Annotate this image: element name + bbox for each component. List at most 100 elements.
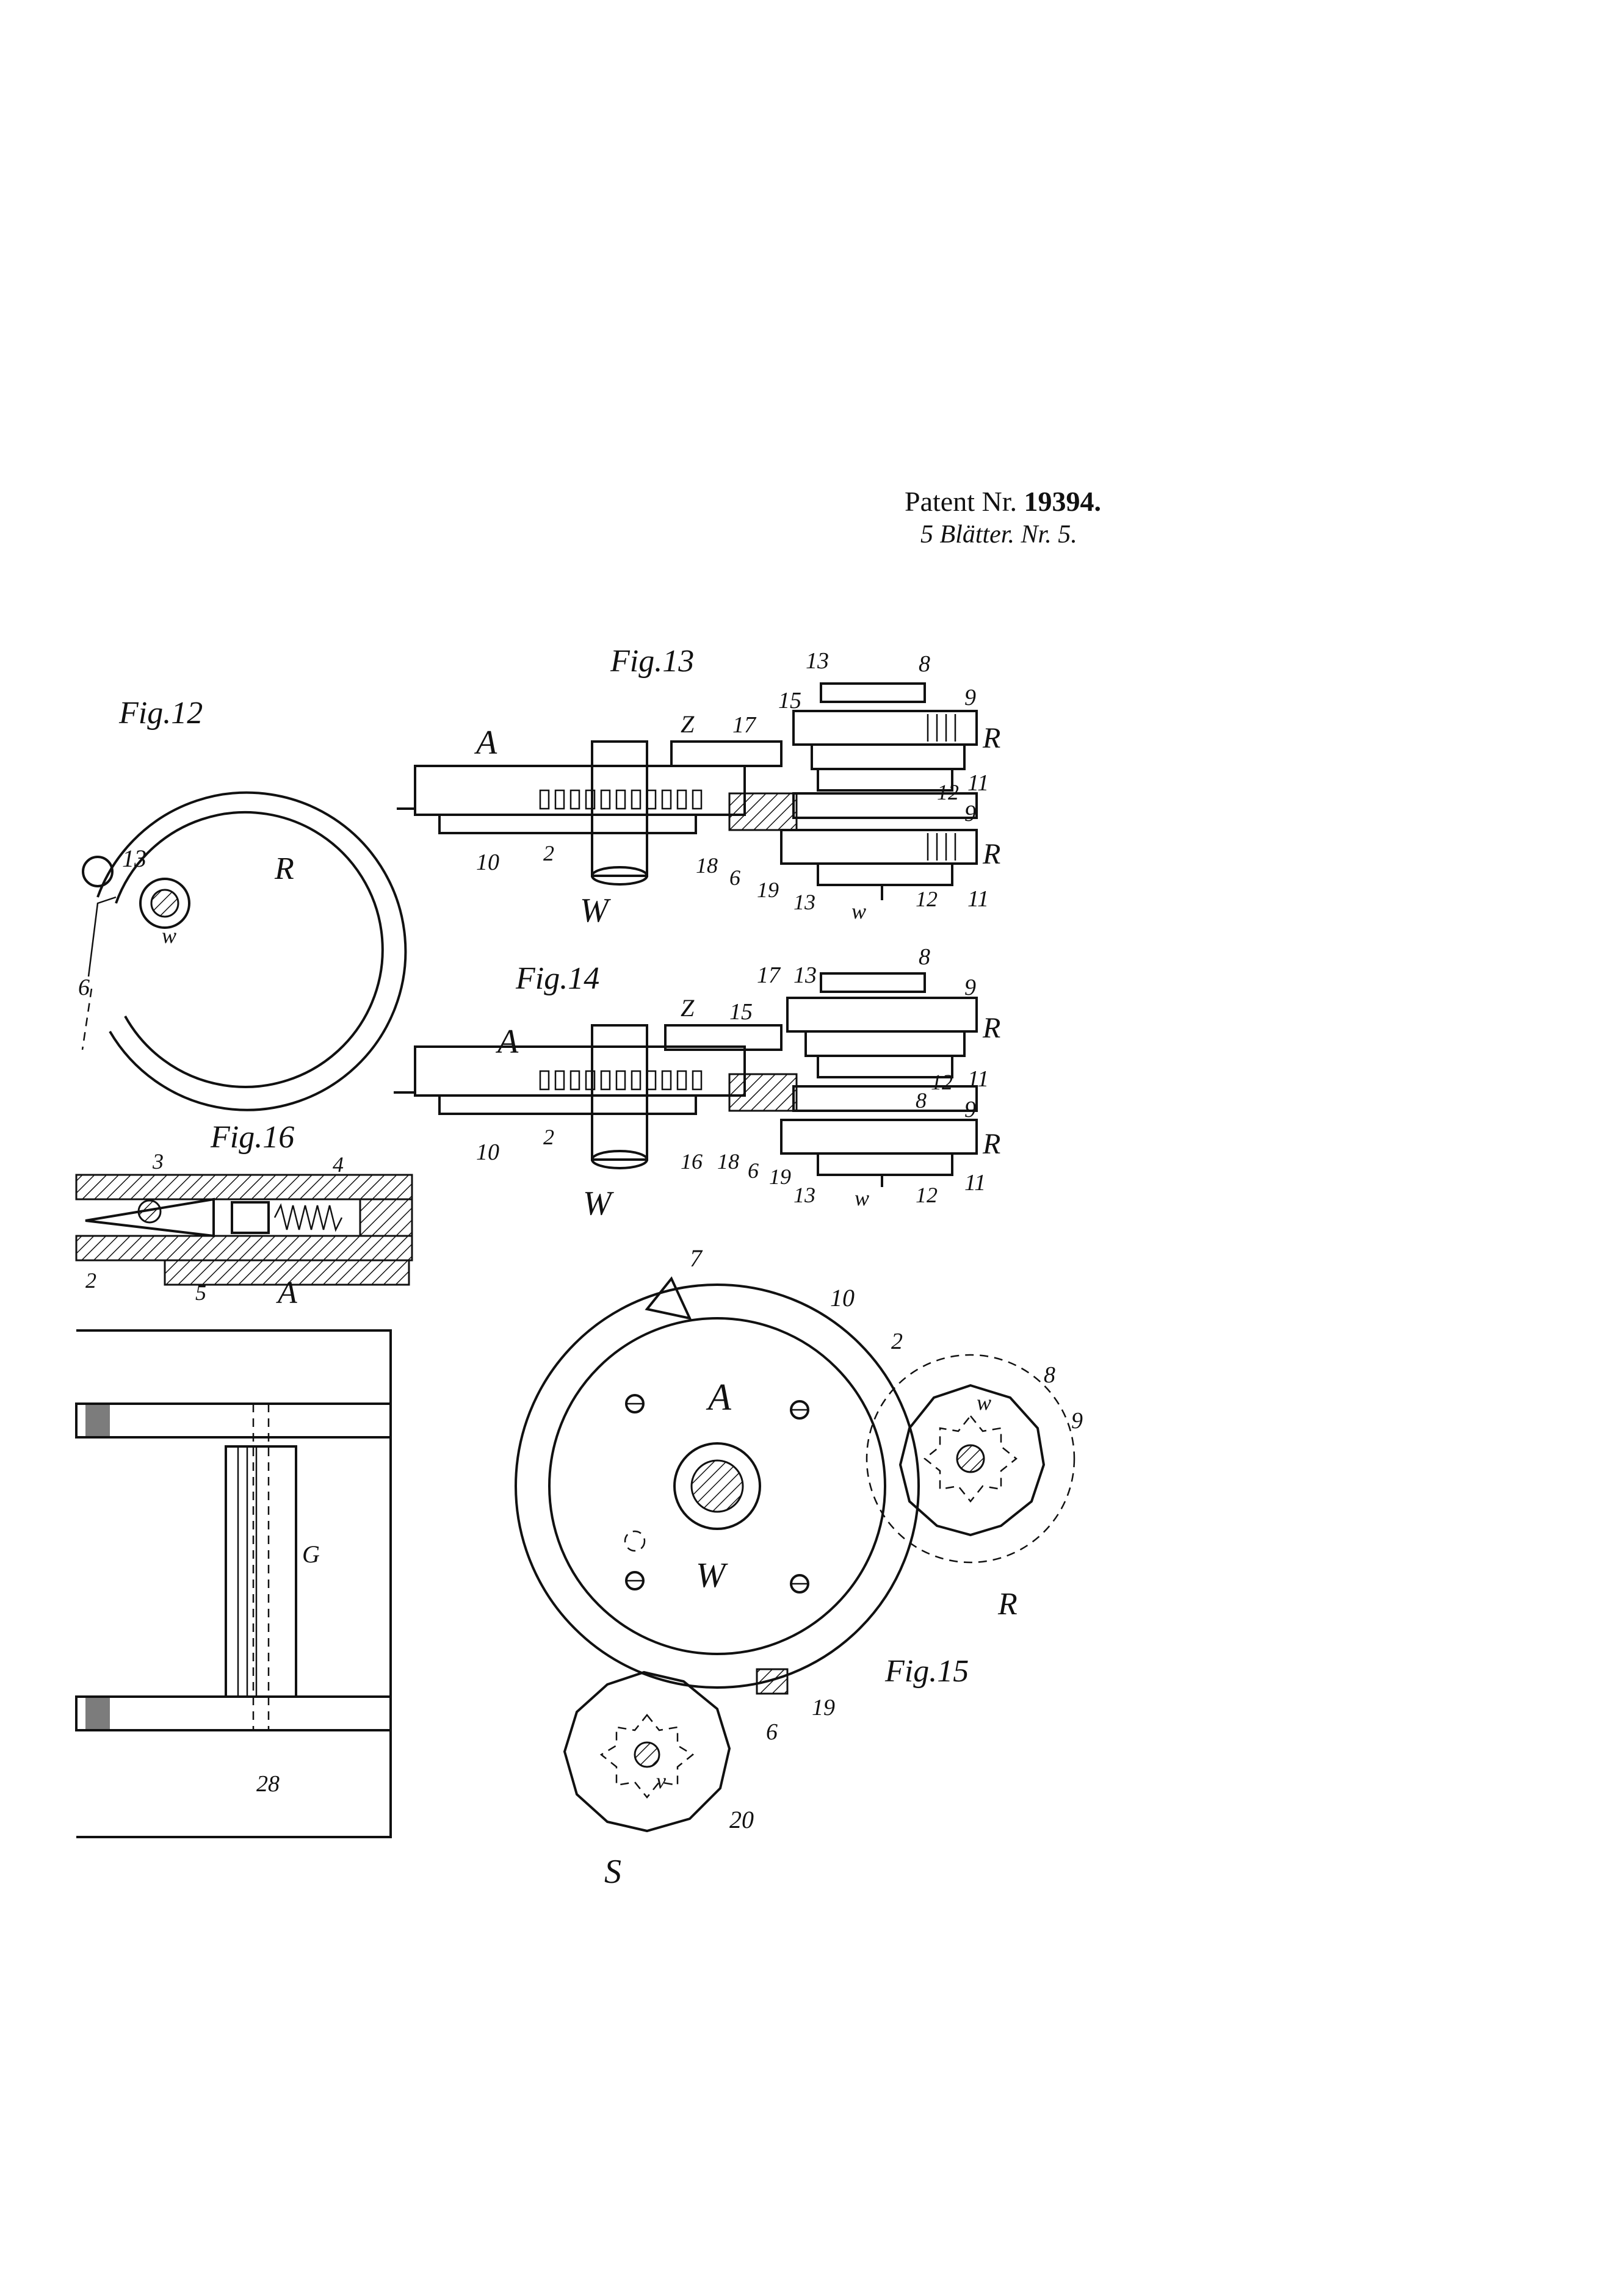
fig15-label-W: W [696, 1555, 728, 1595]
fig12-label-w: w [162, 923, 176, 948]
fig13-label-17: 17 [732, 712, 757, 738]
fig15-star-wheel-20 [563, 1670, 731, 1833]
fig16-label-A: A [276, 1276, 297, 1310]
fig13-title: Fig.13 [610, 644, 694, 679]
fig14-label-Z: Z [681, 994, 695, 1022]
fig13-label-W: W [580, 892, 611, 930]
fig16-housing-top [75, 1174, 413, 1200]
fig12-label-13: 13 [122, 845, 146, 872]
fig13-label-12b: 12 [916, 887, 938, 911]
fig12-shaft [150, 889, 179, 918]
fig13-label-13a: 13 [806, 648, 829, 674]
fig15-label-S: S [604, 1853, 621, 1891]
fig13-label-13b: 13 [793, 890, 815, 914]
fig15-label-6: 6 [766, 1719, 778, 1745]
fig13-label-9a: 9 [964, 685, 976, 710]
fig13-label-9b: 9 [964, 801, 976, 826]
fig13-label-A: A [474, 724, 497, 762]
figure-13: Fig.13 [397, 644, 1000, 930]
fig14-title: Fig.14 [515, 961, 599, 996]
fig13-label-19: 19 [757, 878, 779, 902]
fig14-label-17: 17 [757, 962, 781, 988]
fig15-label-w: w [977, 1390, 991, 1415]
fig14-label-13a: 13 [793, 962, 817, 988]
fig12-label-6: 6 [78, 975, 90, 1000]
fig13-teeth [539, 789, 703, 810]
fig16-label-3: 3 [152, 1149, 164, 1174]
sheets-prefix: 5 Blätter. [920, 521, 1014, 549]
fig13-label-2: 2 [543, 841, 554, 865]
fig13-label-w: w [851, 899, 866, 923]
fig13-label-11b: 11 [967, 886, 989, 912]
fig15-label-19: 19 [812, 1695, 835, 1720]
fig15-label-v: v [656, 1769, 666, 1793]
fig15-label-7: 7 [690, 1244, 703, 1272]
fig13-label-11a: 11 [967, 770, 989, 796]
fig12-pin [82, 856, 114, 887]
fig14-label-15: 15 [729, 999, 753, 1025]
fig15-outer-ring [515, 1283, 920, 1689]
fig15-label-8: 8 [1044, 1362, 1055, 1388]
fig13-wheel-R-lower [780, 829, 978, 865]
fig15-label-10: 10 [830, 1284, 855, 1312]
fig15-disc-A [548, 1317, 886, 1655]
sheet-number: Nr. 5. [1021, 521, 1077, 549]
fig13-label-8: 8 [919, 651, 930, 677]
fig14-label-w: w [855, 1186, 869, 1210]
fig14-label-11a: 11 [967, 1066, 989, 1092]
fig14-label-18: 18 [717, 1149, 739, 1174]
fig15-gear-8 [923, 1414, 1018, 1503]
fig12-title: Fig.12 [118, 696, 203, 731]
fig14-label-Rb: R [982, 1128, 1000, 1160]
fig13-shaft-W [591, 740, 648, 877]
fig15-label-20: 20 [729, 1806, 754, 1833]
fig13-coupling [728, 792, 798, 831]
fig14-label-2: 2 [543, 1125, 554, 1149]
figure-12: Fig.12 13 R w 6 [78, 696, 407, 1111]
fig14-label-6: 6 [748, 1158, 759, 1183]
patent-number: 19394. [1024, 486, 1101, 517]
fig15-gear-S [599, 1713, 695, 1799]
partial-label-G: G [302, 1540, 320, 1568]
fig12-hub [139, 878, 190, 929]
fig13-gear-8 [820, 682, 926, 703]
fig14-label-Ra: R [982, 1012, 1000, 1044]
fig14-label-12b: 12 [916, 1183, 938, 1207]
fig14-label-A: A [495, 1023, 519, 1061]
fig15-star-wheel-9 [898, 1384, 1046, 1537]
fig14-wheel-R-lower [780, 1119, 978, 1155]
fig16-spring-4 [273, 1203, 343, 1232]
fig12-label-R: R [274, 851, 294, 886]
fig14-label-10: 10 [476, 1139, 499, 1165]
fig15-shaft-w [956, 1444, 985, 1473]
fig13-label-10: 10 [476, 850, 499, 875]
fig14-coupling [728, 1073, 798, 1112]
fig14-gear-8 [820, 972, 926, 993]
fig15-label-A: A [706, 1377, 732, 1418]
fig14-shaft-W [591, 1024, 648, 1161]
fig13-label-Rb: R [982, 838, 1000, 870]
figure-15: Fig.15 7 10 2 8 w 9 A W [515, 1244, 1083, 1891]
fig15-tooth-7 [645, 1276, 692, 1320]
fig15-shaft-W [690, 1459, 744, 1513]
figure-14: Fig.14 A Z 15 17 1 [394, 944, 1000, 1222]
figure-partial: G 28 [75, 1329, 392, 1838]
fig16-title: Fig.16 [210, 1120, 294, 1155]
patent-prefix: Patent Nr. [905, 486, 1017, 517]
fig14-label-8a: 8 [919, 944, 930, 970]
fig14-label-9a: 9 [964, 975, 976, 1000]
fig15-wheel-R-outline [866, 1354, 1075, 1564]
fig14-label-8b: 8 [916, 1088, 927, 1113]
fig14-label-W: W [583, 1185, 614, 1222]
fig13-label-6: 6 [729, 865, 740, 890]
fig13-label-12a: 12 [937, 780, 959, 804]
sheet-header: 5 Blätter. Nr. 5. [920, 520, 1077, 549]
partial-roller-G [225, 1445, 297, 1698]
fig15-label-9: 9 [1071, 1408, 1083, 1434]
fig13-label-Z: Z [681, 710, 695, 738]
fig13-wheel-R-upper [792, 710, 978, 746]
fig16-label-4: 4 [333, 1152, 344, 1177]
patent-header: Patent Nr. 19394. [905, 485, 1101, 518]
fig13-wheel-hatching [927, 714, 956, 861]
